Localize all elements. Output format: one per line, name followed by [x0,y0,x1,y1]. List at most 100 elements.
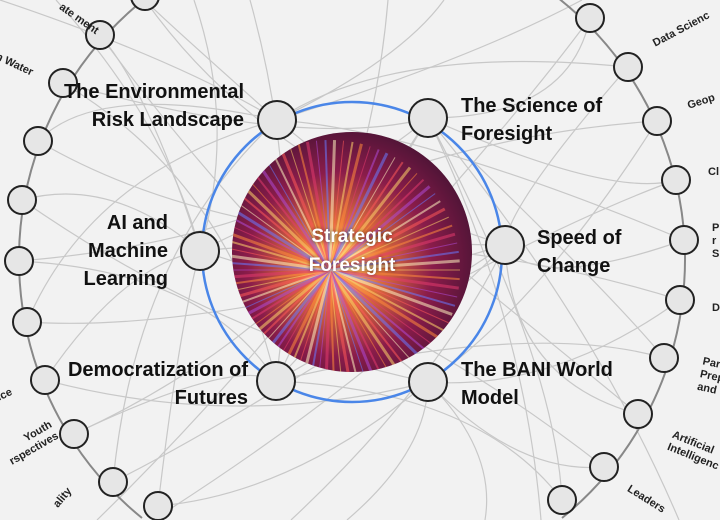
link-line [276,0,445,121]
outer-label[interactable]: d y [0,115,8,141]
outer-node[interactable] [642,106,672,136]
outer-node[interactable] [589,452,619,482]
outer-label[interactable]: Cl [708,166,719,178]
light-streak [297,143,331,271]
link-line [157,381,429,507]
outer-node[interactable] [98,467,128,497]
outer-node[interactable] [649,343,679,373]
light-streak [329,149,380,271]
light-streak [315,269,331,372]
light-streak [329,269,456,307]
light-streak [329,269,388,372]
outer-node[interactable] [623,399,653,429]
light-streak [329,269,449,324]
light-streak [329,269,363,372]
light-streak [324,140,331,271]
link-line [427,381,488,520]
light-streak [329,269,411,372]
light-streak [297,269,332,372]
outer-node[interactable] [575,3,605,33]
light-streak [272,152,331,271]
light-streak [232,269,331,290]
light-streak [329,269,436,347]
light-streak [242,173,331,271]
light-streak [289,146,331,271]
link-line [0,0,278,121]
light-streak [329,193,436,271]
topic-node[interactable] [256,361,296,401]
light-streak [235,178,332,272]
link-line [427,117,563,501]
link-line [427,17,591,119]
outer-label[interactable]: P r S [712,222,720,260]
outer-node[interactable] [665,285,695,315]
topic-democratization-of-futures[interactable]: Democratization of Futures [67,359,248,409]
light-streak [232,224,331,272]
link-line [18,260,277,382]
outer-node[interactable] [669,225,699,255]
light-streak [232,269,331,298]
light-streak [328,269,381,372]
light-streak [232,233,331,271]
outer-node[interactable] [48,68,78,98]
outer-node[interactable] [59,419,89,449]
topic-bani-world-model[interactable]: The BANI World Model [461,359,613,409]
light-streak [329,259,460,272]
light-streak [329,173,418,271]
light-streak [329,232,456,272]
outer-node[interactable] [23,126,53,156]
light-streak [232,259,331,271]
topic-node[interactable] [180,231,220,271]
link-line [157,250,201,507]
outer-node[interactable] [661,165,691,195]
light-streak [328,166,412,271]
light-streak [306,269,331,372]
light-streak [249,166,331,271]
topic-science-of-foresight[interactable]: The Science of Foresight [461,95,603,145]
topic-node[interactable] [485,225,525,265]
outer-node[interactable] [7,185,37,215]
light-streak [329,268,459,290]
link-line [21,193,201,252]
link-line [193,0,218,252]
topic-node[interactable] [408,362,448,402]
light-streak [329,178,425,271]
light-streak [232,242,331,271]
outer-node[interactable] [547,485,577,515]
link-line [276,119,685,241]
light-streak [232,250,331,272]
link-line [427,117,542,520]
link-line [275,380,563,501]
outer-node[interactable] [30,365,60,395]
outer-label[interactable]: D [712,302,720,314]
light-streak [329,157,396,271]
light-streak [328,269,404,372]
light-streak [315,140,331,271]
light-streak [232,193,331,271]
center-image [232,132,472,372]
topic-node[interactable] [408,98,448,138]
outer-node[interactable] [613,52,643,82]
topic-speed-of-change[interactable]: Speed of Change [537,227,622,277]
topic-node[interactable] [257,100,297,140]
light-streak [232,268,331,281]
light-streak [264,157,331,271]
outer-node[interactable] [12,307,42,337]
light-streak [232,216,331,271]
topic-ai-machine-learning[interactable]: AI and Machine Learning [83,212,168,290]
outer-node[interactable] [130,0,160,11]
light-streak [329,216,449,271]
light-streak [256,161,332,271]
topic-environmental-risk-landscape[interactable]: The Environmental Risk Landscape [63,81,244,131]
outer-node[interactable] [143,491,173,520]
light-streak [329,242,458,271]
outer-node[interactable] [85,20,115,50]
light-streak [329,269,460,281]
light-streak [328,152,389,271]
link-line [427,299,681,384]
light-streak [329,141,354,271]
light-streak [329,269,371,372]
light-streak [329,161,404,271]
light-streak [329,269,336,372]
outer-node[interactable] [4,246,34,276]
